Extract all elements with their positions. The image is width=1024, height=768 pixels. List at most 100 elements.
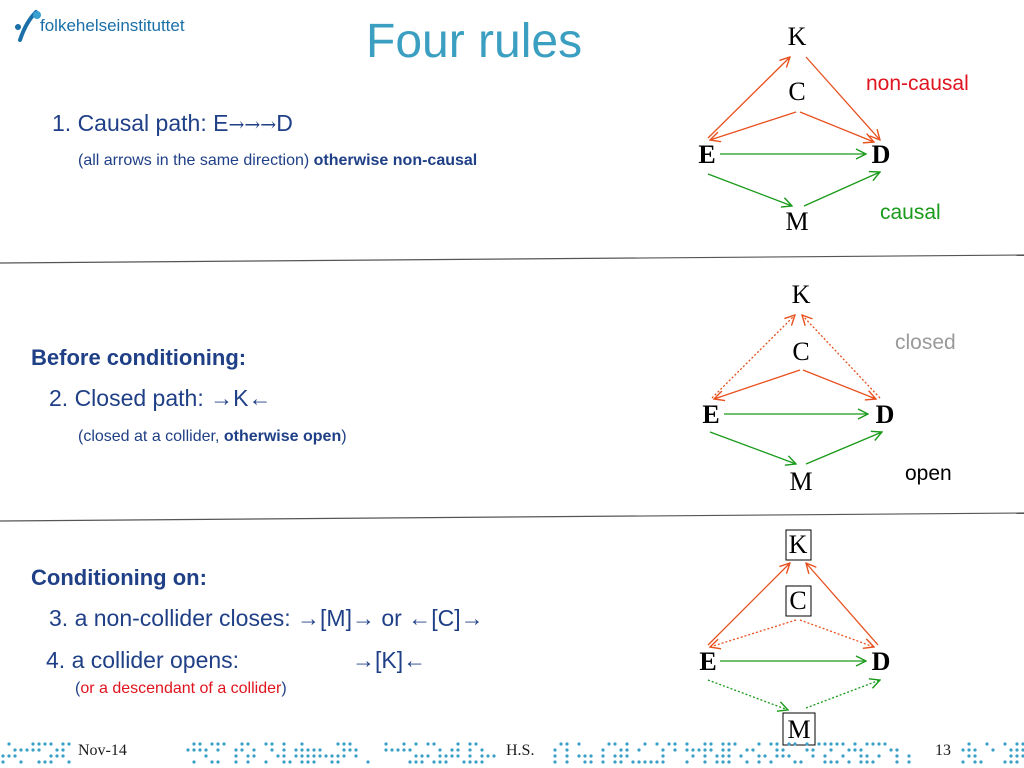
footer-dot: [192, 760, 196, 764]
footer-dot: [426, 754, 430, 758]
rule-2-line: 2. Closed path: →K←: [49, 385, 271, 412]
footer-dot: [691, 754, 695, 758]
footer-dot: [426, 742, 430, 746]
footer-dot: [252, 748, 256, 752]
footer-dot: [811, 748, 815, 752]
footer-dot: [877, 742, 881, 746]
footer-dot: [709, 748, 713, 752]
footer-dot: [613, 742, 617, 746]
footer-dot: [565, 760, 569, 764]
footer-dot: [871, 742, 875, 746]
footer-dot: [402, 748, 406, 752]
footer-dot: [973, 748, 977, 752]
footer-dot: [1009, 760, 1013, 764]
arrow-e-m: [709, 431, 796, 464]
rule-3-prefix: 3. a non-collider closes:: [49, 605, 298, 631]
footer-dot: [450, 754, 454, 758]
footer-dot: [55, 748, 59, 752]
footer-dot: [805, 748, 809, 752]
footer-dot: [859, 760, 863, 764]
footer-dot: [456, 748, 460, 752]
footer-dot: [13, 754, 17, 758]
footer-dot: [853, 742, 857, 746]
diagram-1: K C E D M: [698, 22, 890, 236]
footer-dot: [655, 742, 659, 746]
footer-dot: [300, 754, 304, 758]
footer-dot: [763, 754, 767, 758]
footer-dot: [480, 760, 484, 764]
footer-dot: [661, 754, 665, 758]
footer-dot: [643, 760, 647, 764]
footer-dot: [625, 742, 629, 746]
footer-dot: [553, 760, 557, 764]
arrow-k-d: [805, 56, 880, 140]
footer-dot: [661, 748, 665, 752]
footer-dot: [895, 760, 899, 764]
node-k: K: [792, 280, 811, 309]
footer-dot: [306, 754, 310, 758]
footer-dot: [408, 748, 412, 752]
footer-dot: [601, 760, 605, 764]
footer-date: Nov-14: [78, 742, 127, 759]
footer-dot: [43, 742, 47, 746]
footer-dot: [216, 760, 220, 764]
footer-dot: [204, 748, 208, 752]
conditioned-box-c: [785, 585, 812, 617]
separator-2: [0, 512, 1024, 522]
arrow-c-e: [710, 111, 797, 140]
footer-dot: [727, 748, 731, 752]
footer-dot: [438, 748, 442, 752]
footer-dot: [685, 748, 689, 752]
footer-dot: [637, 760, 641, 764]
footer-dot: [234, 754, 238, 758]
footer-dot: [961, 748, 965, 752]
footer-dot: [348, 742, 352, 746]
arrow-c-d-dotted: [799, 619, 874, 647]
footer-dot: [1003, 760, 1007, 764]
footer-dot: [781, 754, 785, 758]
footer-dot: [1015, 748, 1019, 752]
footer-dot: [366, 760, 370, 764]
footer-dot: [210, 742, 214, 746]
footer-dot: [49, 754, 53, 758]
footer-dot: [601, 748, 605, 752]
footer-dot: [270, 742, 274, 746]
separator-1: [0, 254, 1024, 264]
footer-dot: [420, 754, 424, 758]
footer-dot: [276, 754, 280, 758]
footer-dot: [420, 760, 424, 764]
footer-dot: [745, 748, 749, 752]
rule-4-path: →[K]←: [352, 647, 427, 673]
arrow-c-d: [802, 369, 876, 399]
footer-dot: [468, 748, 472, 752]
footer-dot: [438, 760, 442, 764]
footer-dot: [246, 760, 250, 764]
footer-dot: [1021, 748, 1024, 752]
footer-dot: [859, 748, 863, 752]
footer-dot: [450, 748, 454, 752]
rule-2-prefix: 2. Closed path:: [49, 385, 211, 411]
rule-2-note-bold: otherwise open: [223, 428, 342, 445]
footer-dot: [252, 754, 256, 758]
footer-dot: [811, 754, 815, 758]
footer-dot: [456, 754, 460, 758]
rule-3-path-2: ←[C]→: [408, 605, 484, 631]
footer-dot: [49, 742, 53, 746]
footer-dot: [685, 742, 689, 746]
footer-dot: [853, 748, 857, 752]
footer-dot: [907, 754, 911, 758]
footer-dot: [625, 748, 629, 752]
arrow-e-k: [707, 57, 790, 139]
footer-dot: [264, 760, 268, 764]
footer-dot: [859, 754, 863, 758]
footer-dot: [282, 754, 286, 758]
footer-dot: [1015, 760, 1019, 764]
footer-dot: [192, 748, 196, 752]
footer-dot: [336, 742, 340, 746]
footer-dot: [300, 742, 304, 746]
footer-dot: [565, 748, 569, 752]
arrow-c-e-dotted: [710, 619, 797, 647]
